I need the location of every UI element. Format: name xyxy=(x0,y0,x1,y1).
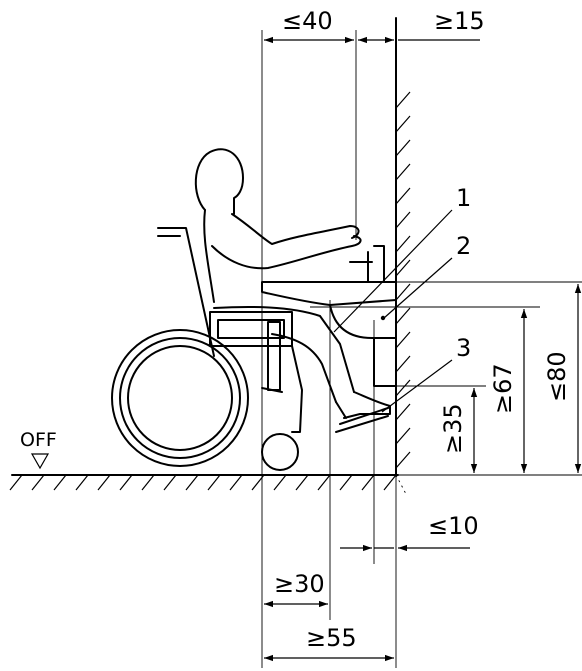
dimension-right-high-label: ≤80 xyxy=(543,351,571,402)
wall-hatching xyxy=(395,91,411,469)
dimension-bottom-wide-label: ≥55 xyxy=(306,624,357,652)
floor-level-marker-icon xyxy=(30,453,50,470)
wall xyxy=(395,17,411,495)
dimension-bottom-small-label: ≤10 xyxy=(428,512,479,540)
callout-2: 2 xyxy=(383,232,471,319)
extension-lines xyxy=(261,30,375,668)
dimension-top-left-label: ≤40 xyxy=(282,7,333,35)
dimension-right-mid: ≥67 xyxy=(489,309,528,473)
person xyxy=(194,148,391,419)
dimension-right-low-label: ≥35 xyxy=(439,403,467,454)
dimension-right-high: ≤80 xyxy=(543,284,582,473)
floor: OFF xyxy=(9,429,399,491)
dimension-top-right-label: ≥15 xyxy=(434,7,485,35)
callout-1: 1 xyxy=(333,184,471,333)
dimension-bottom-mid-label: ≥30 xyxy=(274,570,325,598)
dimension-bottom-mid: ≥30 xyxy=(264,570,328,608)
right-extension-lines xyxy=(310,281,582,476)
callout-3-label: 3 xyxy=(456,334,471,362)
floor-label: OFF xyxy=(20,429,57,451)
washbasin xyxy=(261,245,397,387)
callout-1-label: 1 xyxy=(456,184,471,212)
floor-hatching xyxy=(9,474,397,491)
dimension-bottom-small: ≤10 xyxy=(340,512,479,552)
dimension-right-low: ≥35 xyxy=(439,388,478,473)
callout-2-label: 2 xyxy=(456,232,471,260)
callout-3: 3 xyxy=(381,334,471,413)
dimension-top-left: ≤40 xyxy=(264,7,354,44)
dimension-right-mid-label: ≥67 xyxy=(489,363,517,414)
drain-dot xyxy=(380,315,386,321)
dimension-bottom-wide: ≥55 xyxy=(264,624,394,662)
wheelchair xyxy=(111,227,389,471)
dimension-top-right: ≥15 xyxy=(358,7,485,44)
